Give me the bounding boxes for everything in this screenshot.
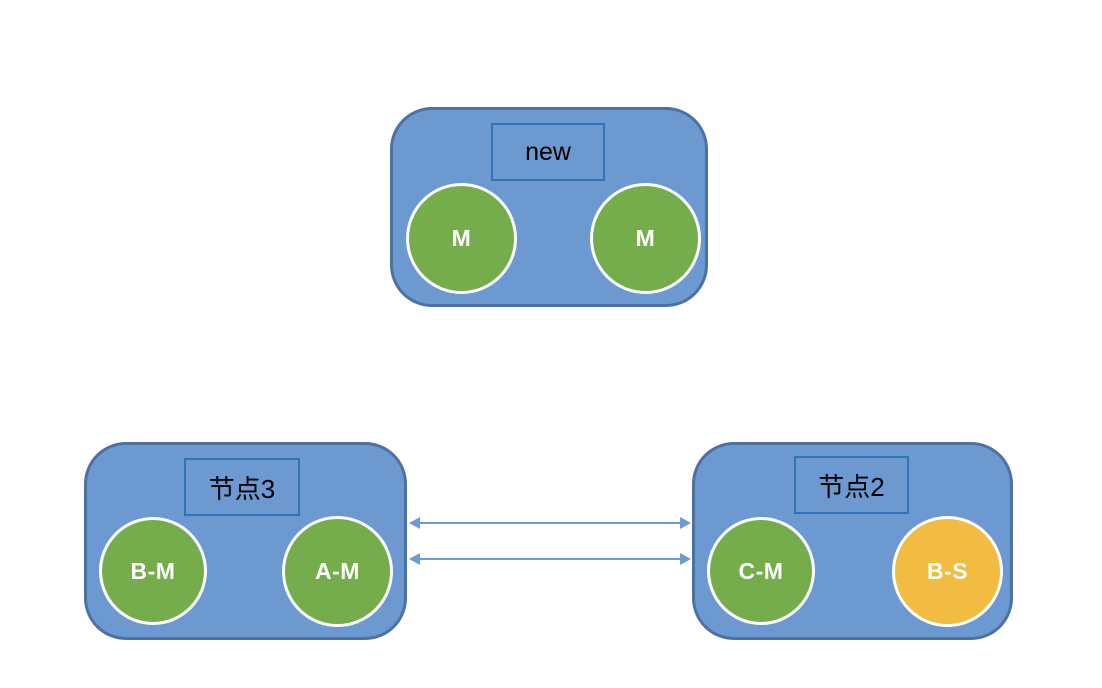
- node-new-circle-m1: M: [406, 183, 517, 294]
- node-2-title: 节点2: [794, 456, 909, 514]
- node-new: new M M: [390, 107, 708, 307]
- node-2: 节点2 C-M B-S: [692, 442, 1013, 640]
- node-3-circle-bm: B-M: [99, 517, 207, 625]
- node-2-circle-cm: C-M: [707, 517, 815, 625]
- node-3-circle-am-label: A-M: [315, 558, 360, 584]
- node-2-circle-bs: B-S: [892, 516, 1003, 627]
- node-new-circle-m2-label: M: [635, 225, 656, 251]
- node-new-circle-m2: M: [590, 183, 701, 294]
- node-new-title: new: [491, 123, 605, 181]
- node-3: 节点3 B-M A-M: [84, 442, 407, 640]
- node-3-circle-bm-label: B-M: [130, 557, 176, 584]
- bidirectional-arrow-top: [409, 517, 691, 529]
- node-3-circle-am: A-M: [282, 516, 393, 627]
- node-2-circle-bs-label: B-S: [926, 558, 969, 584]
- node-3-title: 节点3: [184, 458, 300, 516]
- node-2-circle-cm-label: C-M: [738, 557, 784, 584]
- node-new-circle-m1-label: M: [451, 225, 472, 251]
- bidirectional-arrow-bottom: [409, 553, 691, 565]
